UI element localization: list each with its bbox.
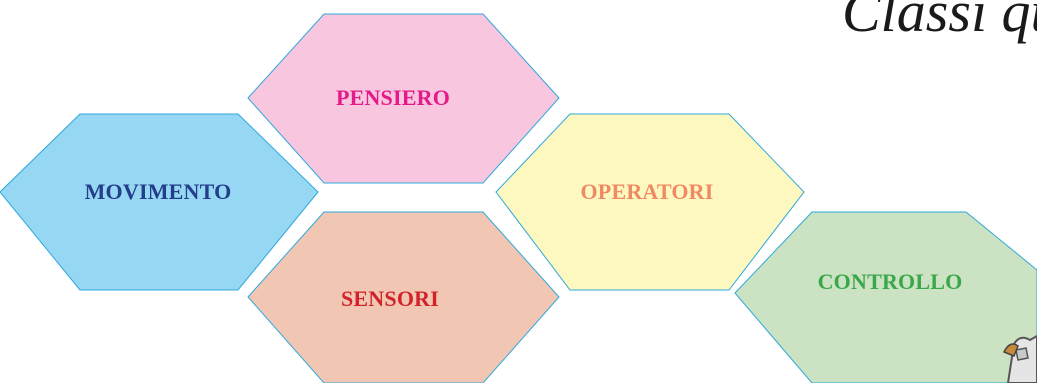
mascot-figure-icon xyxy=(1002,334,1037,383)
hex-sensori[interactable] xyxy=(247,211,560,383)
hex-pensiero[interactable] xyxy=(247,13,560,184)
page-title: Classi qu xyxy=(842,0,1037,44)
hex-movimento[interactable] xyxy=(0,113,319,291)
label-pensiero: PENSIERO xyxy=(335,85,451,110)
label-sensori: SENSORI xyxy=(341,286,439,311)
hex-operatori[interactable] xyxy=(495,113,805,291)
label-operatori: OPERATORI xyxy=(580,179,714,204)
hex-controllo[interactable] xyxy=(734,211,1037,383)
label-controllo: CONTROLLO xyxy=(817,269,963,294)
label-movimento: MOVIMENTO xyxy=(84,179,232,204)
